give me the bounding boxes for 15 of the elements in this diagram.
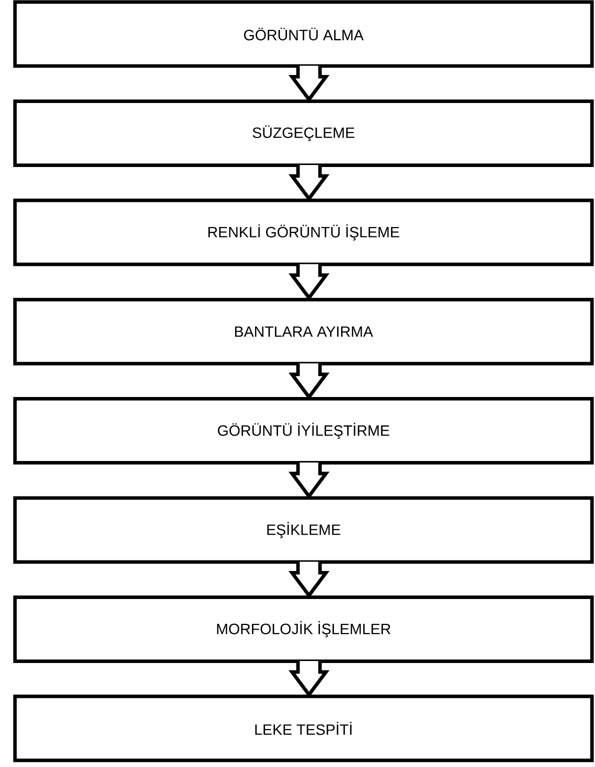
block-arrow (288, 362, 330, 400)
block-arrow (288, 659, 330, 698)
block-arrow (288, 460, 330, 500)
process-box: GÖRÜNTÜ ALMA (13, 0, 594, 68)
process-box: RENKLİ GÖRÜNTÜ İŞLEME (13, 198, 594, 266)
process-box: GÖRÜNTÜ İYİLEŞTİRME (13, 397, 594, 465)
process-box: LEKE TESPİTİ (13, 694, 594, 762)
block-arrow (288, 262, 330, 301)
process-box: MORFOLOJİK İŞLEMLER (13, 595, 594, 663)
process-box: BANTLARA AYIRMA (13, 298, 594, 366)
block-arrow (288, 64, 330, 102)
process-box: EŞİKLEME (13, 496, 594, 564)
block-arrow (288, 560, 330, 598)
block-arrow (288, 163, 330, 202)
process-box: SÜZGEÇLEME (13, 99, 594, 167)
